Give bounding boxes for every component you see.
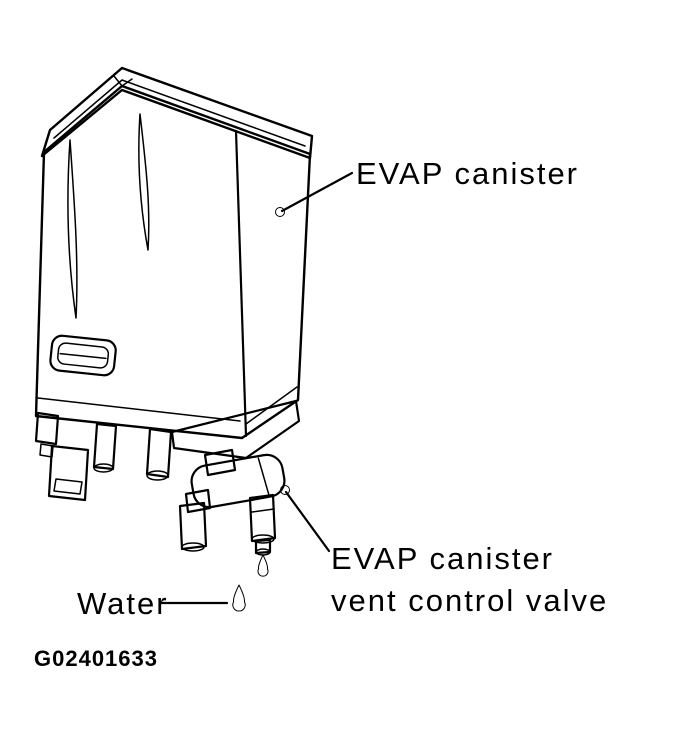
- water-droplet-icon: [232, 584, 246, 612]
- vent-control-valve-label-line1: EVAP canister: [331, 541, 555, 576]
- leader-line-canister: [275, 171, 354, 217]
- body-crease-lines: [67, 113, 150, 319]
- bottom-ports: [34, 399, 301, 502]
- figure-id: G02401633: [34, 646, 158, 671]
- vent-control-valve-label: EVAP canister vent control valve: [331, 538, 608, 622]
- leader-dot: [275, 207, 285, 217]
- vent-control-valve-label-line2: vent control valve: [331, 583, 609, 618]
- canister-lid: [40, 66, 314, 160]
- vent-louvers: [49, 334, 117, 377]
- leader-line-valve: [280, 485, 331, 553]
- water-label: Water: [77, 586, 169, 621]
- evap-canister-label: EVAP canister: [356, 156, 580, 191]
- vent-control-valve: [178, 448, 286, 556]
- water-droplets: [232, 554, 269, 612]
- water-droplet-icon: [257, 554, 269, 577]
- leader-dot: [280, 485, 290, 495]
